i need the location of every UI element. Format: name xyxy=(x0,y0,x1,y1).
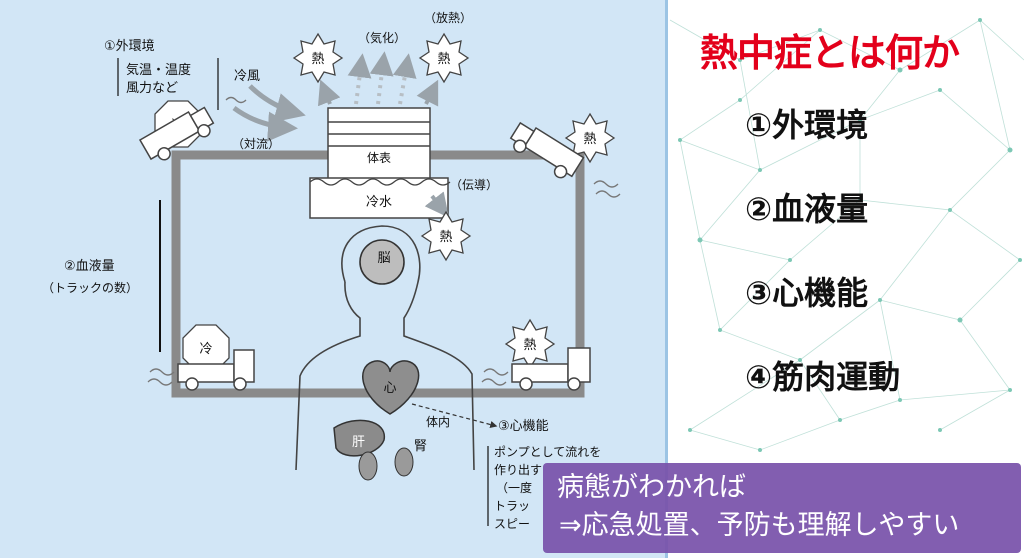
circulation-diagram: 脳 心 肝 腎 体内 体表 xyxy=(42,10,621,531)
heat-badge-text-1: 熱 xyxy=(311,52,324,67)
heat-badge-truck-top-right xyxy=(564,112,616,164)
heart-function-line4: トラッ xyxy=(494,499,530,513)
truck-top-right xyxy=(509,121,585,179)
heat-badge-text-2: 熱 xyxy=(437,52,450,67)
conduction-label: （伝導） xyxy=(450,178,498,192)
body-silhouette xyxy=(295,225,475,471)
heart-shape xyxy=(362,360,420,415)
heart-function-heading: ③心機能 xyxy=(498,419,549,434)
cold-water-label: 冷水 xyxy=(366,195,392,210)
blood-volume-note: （トラックの数） xyxy=(42,280,138,295)
heat-badge-conduction xyxy=(420,210,472,262)
heat-badge-text-5: 熱 xyxy=(523,338,536,353)
blood-volume-heading: ②血液量 xyxy=(64,259,115,274)
heat-badge-top-right xyxy=(418,32,470,84)
heart-label: 心 xyxy=(383,381,396,396)
topic-outer-environment: ①外環境 xyxy=(745,106,869,144)
heart-function-line5: スピー xyxy=(494,517,530,531)
heat-badge-top-left xyxy=(292,32,344,84)
body-surface-block xyxy=(327,107,431,185)
body-surface-label: 体表 xyxy=(367,151,391,165)
truck-bottom-left xyxy=(177,349,255,391)
liver-label: 肝 xyxy=(352,435,365,450)
heart-function-line1: ポンプとして流れを xyxy=(494,445,601,459)
cold-badge-text-2: 冷 xyxy=(199,342,212,357)
topic-heart-function: ③心機能 xyxy=(745,274,869,312)
kidney-left xyxy=(358,451,378,481)
summary-line-1: 病態がわかれば xyxy=(557,472,746,503)
topic-blood-volume: ②血液量 xyxy=(745,190,869,228)
heat-release-label: （放熱） xyxy=(424,10,472,25)
convection-label: （対流） xyxy=(232,137,280,151)
cold-wind-label: 冷風 xyxy=(234,69,260,84)
cold-wind-arrows xyxy=(232,84,306,142)
heat-badge-text-4: 熱 xyxy=(583,132,596,147)
outer-env-factors-2: 風力など xyxy=(126,81,178,96)
body-inside-label: 体内 xyxy=(426,415,450,429)
heart-function-line3: （一度 xyxy=(496,480,532,495)
brain-shape xyxy=(359,239,405,285)
slide-title: 熱中症とは何か xyxy=(700,31,960,75)
summary-line-2: ⇒応急処置、予防も理解しやすい xyxy=(559,510,960,541)
outer-env-heading: ①外環境 xyxy=(104,39,155,54)
exhaust-puffs xyxy=(147,96,621,386)
topic-muscle-movement: ④筋肉運動 xyxy=(745,358,901,396)
brain-label: 脳 xyxy=(377,251,390,266)
vaporization-arrows xyxy=(347,51,417,105)
kidney-label: 腎 xyxy=(414,439,427,454)
kidney-right xyxy=(394,447,414,477)
truck-top-left xyxy=(138,106,215,161)
summary-box: 病態がわかれば ⇒応急処置、予防も理解しやすい xyxy=(543,463,1021,553)
heart-function-pointer xyxy=(411,403,498,429)
heart-function-line2: 作り出す xyxy=(494,463,542,477)
truck-bottom-right xyxy=(511,347,591,391)
heat-badge-text-3: 熱 xyxy=(439,230,452,245)
liver-shape xyxy=(333,419,385,457)
outer-env-factors-1: 気温・温度 xyxy=(126,62,191,78)
vaporization-label: （気化） xyxy=(358,30,406,45)
